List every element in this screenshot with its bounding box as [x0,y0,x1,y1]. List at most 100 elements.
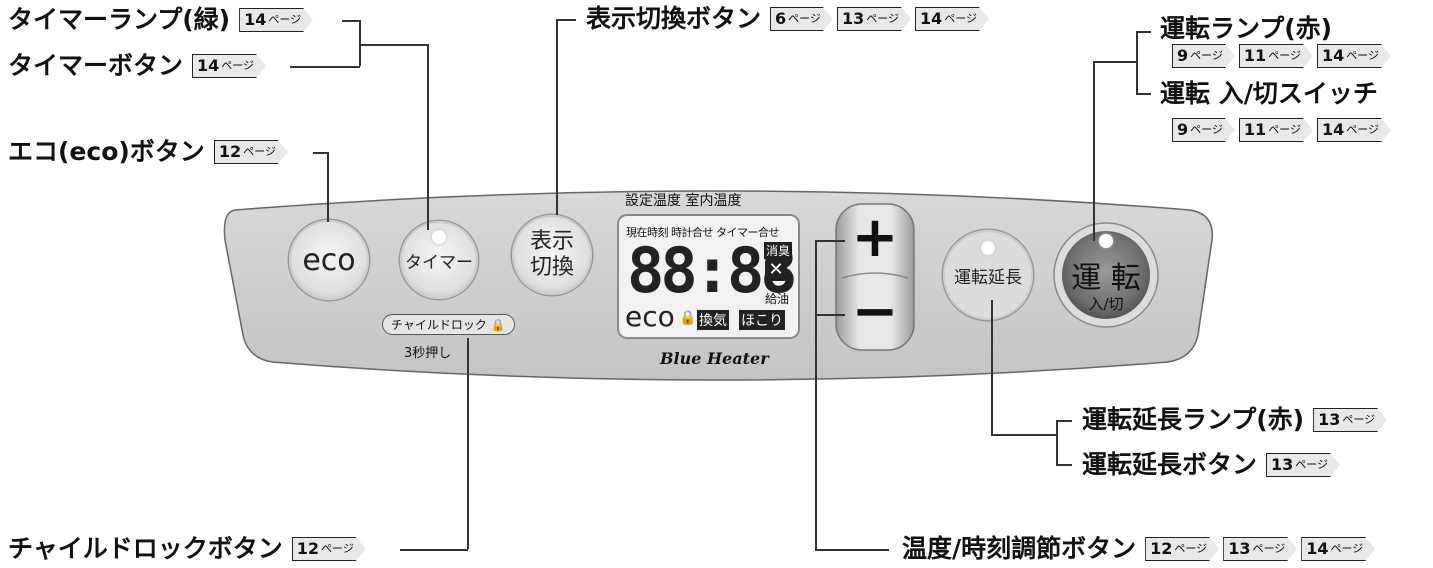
leader-line [815,549,889,551]
page-ref-number: 6 [775,9,787,28]
page-ref-number: 14 [1306,539,1329,558]
leader-line [467,338,469,549]
leader-line [359,44,427,46]
leader-line [991,434,1057,436]
page-ref-number: 14 [1321,120,1345,139]
leader-line [290,66,360,68]
page-ref-number: 12 [218,142,242,161]
page-ref-number: 9 [1177,120,1189,139]
leader-line [815,240,817,550]
page-ref-suffix: ページ [788,12,821,25]
leader-line [359,20,361,66]
page-ref-number: 11 [1243,120,1267,139]
page-ref-suffix: ページ [321,542,354,555]
page-ref-suffix: ページ [1252,542,1286,555]
page-ref-suffix: ページ [1190,123,1223,136]
minus-button[interactable]: − [851,279,899,344]
extend-lamp [981,241,995,255]
leader-line [815,240,845,242]
leader-line [327,152,329,222]
page-ref-suffix: ページ [1268,123,1301,136]
lcd-lock-icon: 🔒 [679,310,697,326]
page-ref-suffix: ページ [243,145,276,158]
page-ref-number: 14 [1321,46,1345,65]
leader-line [815,314,845,316]
run-button-label-bottom[interactable]: 入/切 [1088,295,1124,313]
page-ref-suffix: ページ [1295,458,1329,471]
display-button-bottom: 切換 [529,255,574,280]
leader-line [1056,420,1058,464]
leader-line [556,19,558,215]
extend-button-label: 運転延長 [954,267,1022,288]
display-button-top: 表示 [529,229,574,254]
lcd-display: 現在時刻 時計合せ タイマー合せ 88:88 消臭 ✕ 給油 eco 🔒 換気 … [617,214,800,339]
lcd-vent: 換気 [697,310,729,330]
lock-icon: 🔒 [490,318,506,332]
page-ref-number: 9 [1177,46,1189,65]
leader-line [1056,464,1072,466]
page-ref-number: 14 [244,10,267,29]
page-ref-number: 11 [1243,46,1267,65]
plus-button[interactable]: + [851,205,899,270]
page-ref-number: 13 [1228,539,1251,558]
child-lock-label[interactable]: チャイルドロック 🔒 [382,314,515,335]
lcd-eco: eco [625,300,675,333]
plus-minus-capsule [835,203,915,351]
page-ref-number: 12 [1150,539,1173,558]
leader-line [1136,93,1151,95]
leader-line [342,20,359,22]
page-ref-suffix: ページ [221,59,255,72]
callout-run-lamp: 運転ランプ(赤) [1160,14,1333,43]
page-ref-number: 14 [197,56,220,75]
leader-line [1136,31,1151,33]
page-ref-suffix: ページ [268,13,302,26]
leader-line [1093,61,1137,63]
page-ref-suffix: ページ [1346,123,1380,136]
page-ref-suffix: ページ [866,12,899,25]
page-ref-number: 12 [296,539,320,558]
page-ref-suffix: ページ [1268,49,1301,62]
hold-3sec-label: 3秒押し [404,346,452,361]
lcd-x-icon: ✕ [765,259,787,281]
page-ref-number: 13 [841,9,865,28]
run-lamp [1099,234,1113,248]
eco-button[interactable]: eco [289,220,369,300]
lcd-deodorize: 消臭 [764,242,793,259]
run-button-label-top[interactable]: 運 転 [1071,261,1141,296]
page-ref-suffix: ページ [1342,413,1376,426]
page-ref-suffix: ページ [1174,542,1208,555]
leader-line [556,19,576,21]
brand-label: Blue Heater [660,349,769,368]
display-switch-button[interactable]: 表示 切換 [512,215,592,295]
page-ref-suffix: ページ [1190,49,1223,62]
leader-line [991,300,993,434]
lcd-mode-labels: 現在時刻 時計合せ タイマー合せ [626,226,780,239]
page-ref-suffix: ページ [1346,49,1380,62]
